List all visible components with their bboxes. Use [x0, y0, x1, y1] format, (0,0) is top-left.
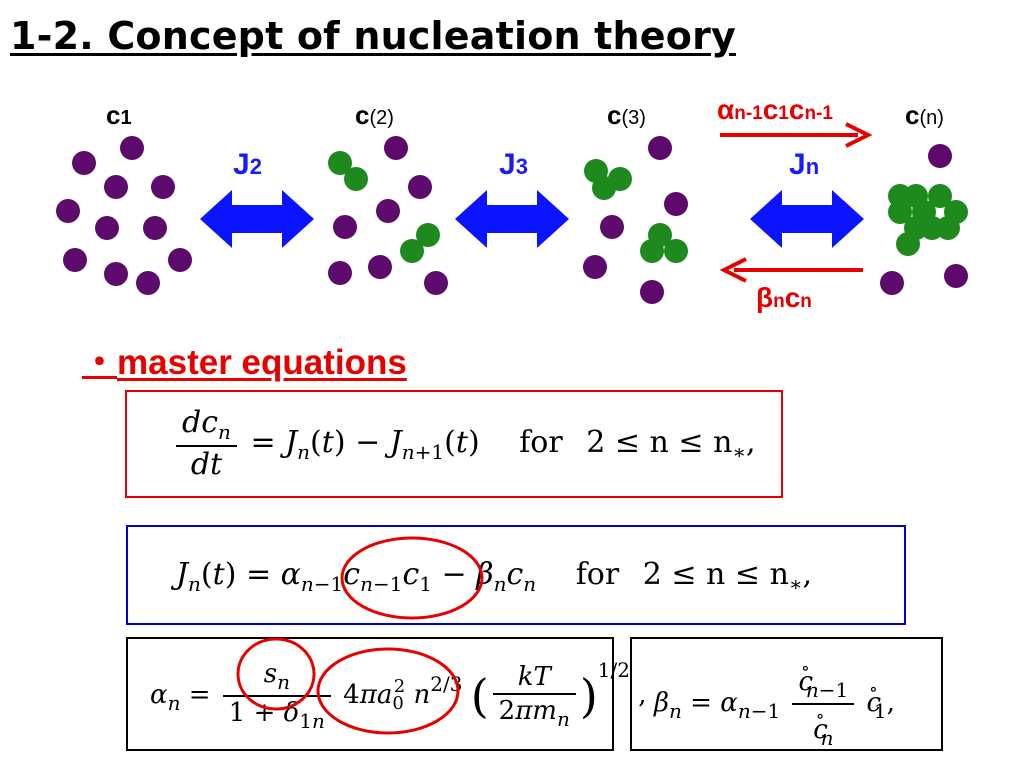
cluster-unit — [640, 239, 664, 263]
cluster-unit — [328, 151, 352, 175]
monomer — [72, 151, 96, 175]
monomer-particles — [56, 136, 968, 304]
equation-box-1 — [125, 390, 783, 498]
cluster-unit — [400, 239, 424, 263]
slide-title: 1-2. Concept of nucleation theory — [10, 14, 736, 58]
monomer — [143, 216, 167, 240]
cluster-unit — [592, 176, 616, 200]
monomer — [944, 264, 968, 288]
flux-label-j2: J2 — [233, 148, 262, 181]
cluster-particles — [328, 151, 968, 263]
monomer — [104, 175, 128, 199]
cluster-unit — [888, 200, 912, 224]
cluster-unit — [928, 184, 952, 208]
backward-rate-arrow — [719, 257, 863, 283]
flux-label-j3: J3 — [499, 148, 528, 181]
monomer — [408, 175, 432, 199]
monomer — [880, 271, 904, 295]
monomer — [664, 192, 688, 216]
cluster-unit — [416, 223, 440, 247]
cluster-label-c1: c1 — [106, 100, 132, 130]
cluster-unit — [664, 239, 688, 263]
monomer — [376, 199, 400, 223]
monomer — [333, 215, 357, 239]
backward-rate-label: βncn — [756, 282, 812, 313]
flux-label-jn: Jn — [789, 148, 820, 181]
flux-arrow-j3 — [455, 190, 569, 248]
monomer — [328, 261, 352, 285]
flux-arrow-jn — [750, 190, 864, 248]
flux-arrow-j2 — [200, 190, 314, 248]
equation-box-3 — [126, 637, 614, 751]
monomer — [640, 280, 664, 304]
cluster-label-c2: c(2) — [355, 100, 394, 130]
section-heading: ・master equations — [82, 334, 407, 385]
monomer — [600, 215, 624, 239]
monomer — [104, 262, 128, 286]
monomer — [95, 216, 119, 240]
cluster-label-c3: c(3) — [607, 100, 646, 130]
bullet: ・ — [82, 343, 118, 382]
monomer — [583, 255, 607, 279]
cluster-unit — [896, 232, 920, 256]
cluster-unit — [920, 216, 944, 240]
monomer — [648, 136, 672, 160]
equation-box-4 — [630, 637, 943, 751]
equation-box-2 — [126, 525, 906, 625]
monomer — [168, 248, 192, 272]
monomer — [151, 175, 175, 199]
monomer — [136, 271, 160, 295]
cluster-unit — [344, 167, 368, 191]
monomer — [120, 136, 144, 160]
forward-rate-arrow — [720, 122, 873, 148]
forward-rate-label: αn-1c1cn-1 — [717, 94, 833, 125]
cluster-label-cn: c(n) — [905, 100, 944, 130]
monomer — [384, 136, 408, 160]
section-heading-label: master equations — [117, 343, 407, 382]
equation-flux: Jn(t) = αn−1cn−1c1 − βncn for 2 ≤ n ≤ n∗… — [176, 557, 813, 596]
monomer — [928, 144, 952, 168]
monomer — [56, 199, 80, 223]
monomer — [368, 255, 392, 279]
monomer — [63, 248, 87, 272]
monomer — [424, 271, 448, 295]
